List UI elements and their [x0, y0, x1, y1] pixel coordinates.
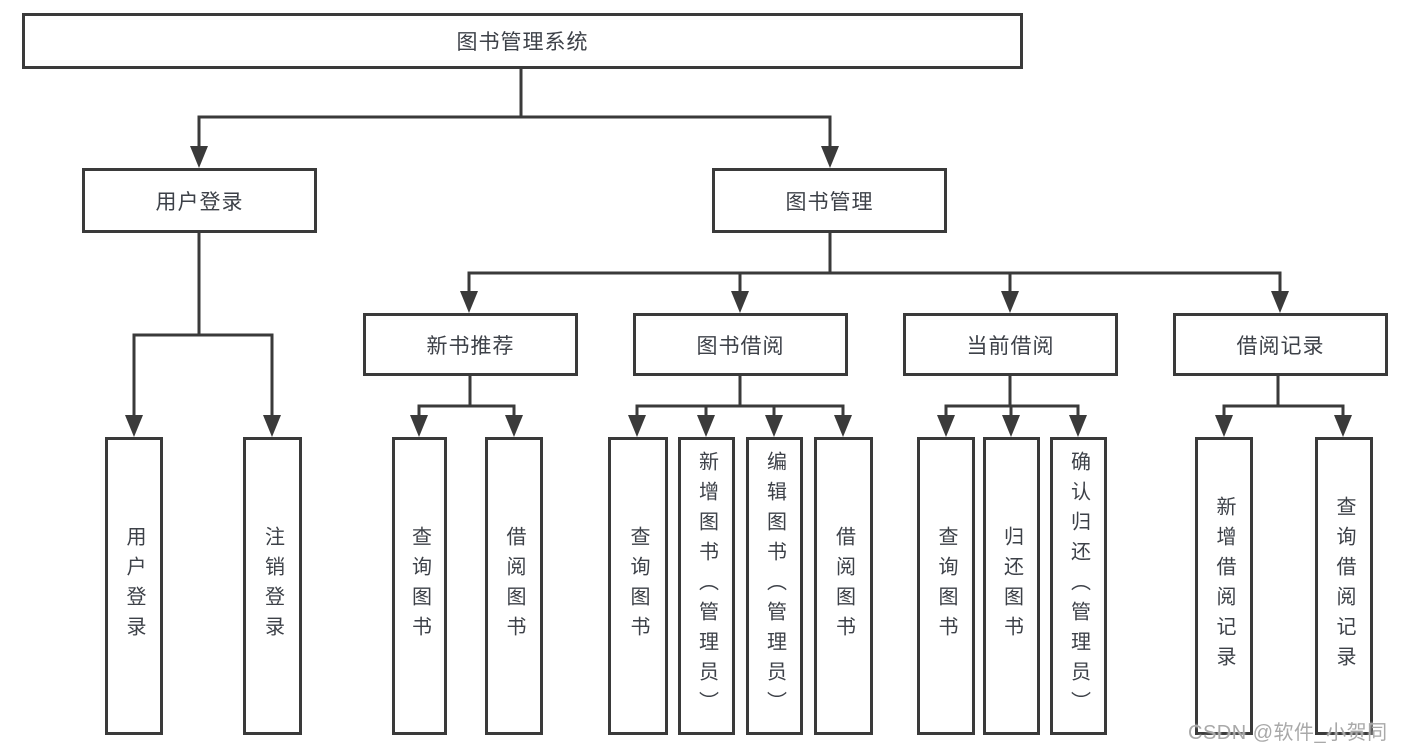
arrow-leaf-borrow-books-1 — [505, 415, 523, 437]
edge-user-login-trunk — [132, 231, 274, 421]
leaf-borrow-books: 借阅图书 — [485, 437, 543, 735]
leaf-logout: 注销登录 — [243, 437, 302, 735]
node-book-borrow: 图书借阅 — [633, 313, 848, 376]
arrow-leaf-add-borrow-record — [1215, 415, 1233, 437]
arrow-user-login — [190, 146, 208, 168]
arrow-new-book-recommend — [460, 291, 478, 313]
arrow-leaf-query-books-3 — [937, 415, 955, 437]
leaf-query-books: 查询图书 — [608, 437, 668, 735]
node-user-login: 用户登录 — [82, 168, 317, 233]
arrow-leaf-return-book — [1002, 415, 1020, 437]
leaf-user-login: 用户登录 — [105, 437, 163, 735]
edge-new-book-recommend-trunk — [417, 374, 516, 421]
leaf-edit-book-admin: 编辑图书（管理员） — [746, 437, 803, 735]
edge-book-management-trunk — [467, 231, 1282, 296]
leaf-query-books: 查询图书 — [917, 437, 975, 735]
arrow-book-management — [821, 146, 839, 168]
arrowheads — [125, 146, 1352, 437]
edge-current-borrow-trunk — [944, 374, 1080, 421]
leaf-confirm-return-admin: 确认归还（管理员） — [1050, 437, 1107, 735]
arrow-book-borrow — [731, 291, 749, 313]
arrow-leaf-add-book-admin — [697, 415, 715, 437]
arrow-leaf-edit-book-admin — [765, 415, 783, 437]
arrow-leaf-confirm-return-admin — [1069, 415, 1087, 437]
leaf-return-book: 归还图书 — [983, 437, 1040, 735]
arrow-leaf-logout — [263, 415, 281, 437]
node-root: 图书管理系统 — [22, 13, 1023, 69]
arrow-leaf-borrow-books-2 — [834, 415, 852, 437]
arrow-leaf-query-books-2 — [628, 415, 646, 437]
node-borrow-records: 借阅记录 — [1173, 313, 1388, 376]
node-book-management: 图书管理 — [712, 168, 947, 233]
node-current-borrow: 当前借阅 — [903, 313, 1118, 376]
leaf-query-borrow-record: 查询借阅记录 — [1315, 437, 1373, 735]
arrow-leaf-user-login — [125, 415, 143, 437]
node-new-book-recommend: 新书推荐 — [363, 313, 578, 376]
edge-root-trunk — [197, 67, 832, 150]
arrow-borrow-records — [1271, 291, 1289, 313]
leaf-add-book-admin: 新增图书（管理员） — [678, 437, 735, 735]
leaf-add-borrow-record: 新增借阅记录 — [1195, 437, 1253, 735]
edge-book-borrow-trunk — [635, 374, 845, 421]
leaf-borrow-books: 借阅图书 — [814, 437, 873, 735]
arrow-leaf-query-books-1 — [410, 415, 428, 437]
arrow-current-borrow — [1001, 291, 1019, 313]
watermark: CSDN @软件_小贺同学 — [1188, 722, 1388, 744]
edge-borrow-records-trunk — [1222, 374, 1345, 421]
leaf-query-books: 查询图书 — [392, 437, 447, 735]
arrow-leaf-query-borrow-record — [1334, 415, 1352, 437]
